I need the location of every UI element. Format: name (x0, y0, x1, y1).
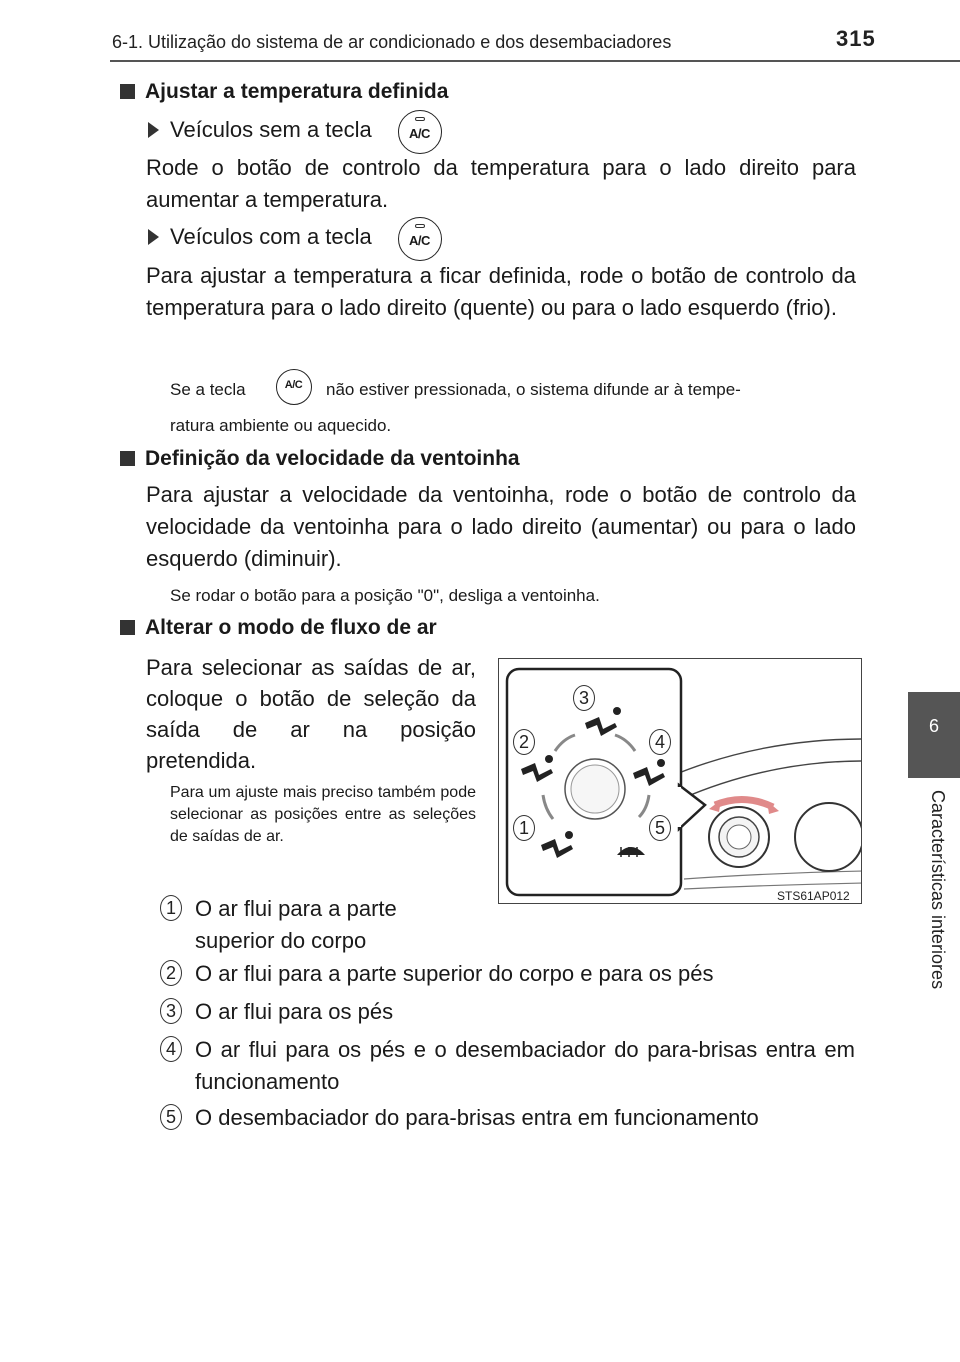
figure-label-2: 2 (513, 729, 535, 755)
note-line1-suffix: não estiver pressionada, o sistema difun… (326, 380, 741, 399)
ac-button-icon: A/C (398, 217, 442, 261)
note-line2: ratura ambiente ou aquecido. (170, 416, 392, 435)
section-title: 6-1. Utilização do sistema de ar condici… (112, 32, 672, 52)
chapter-tab[interactable] (908, 692, 960, 778)
fan-text: Para ajustar a velocidade da ventoinha, … (146, 482, 856, 571)
mode-5-text: O desembaciador do para-brisas entra em … (195, 1105, 759, 1130)
mode-2-text: O ar flui para a parte superior do corpo… (195, 961, 714, 986)
heading-bullet-icon (120, 84, 135, 99)
without-ac-text: Rode o botão de controlo da temperatura … (146, 155, 856, 212)
heading-bullet-icon (120, 451, 135, 466)
mode-number-badge: 3 (160, 998, 182, 1024)
page-header: 6-1. Utilização do sistema de ar condici… (0, 0, 960, 64)
mode-3-text: O ar flui para os pés (195, 999, 394, 1024)
arrow-bullet-icon (148, 229, 159, 245)
fan-note: Se rodar o botão para a posição "0", des… (170, 586, 600, 605)
without-ac-label: Veículos sem a tecla (170, 117, 372, 142)
mode-number-badge: 5 (160, 1104, 182, 1130)
mode-4-text: O ar flui para os pés e o desembaciador … (195, 1037, 855, 1094)
ac-button-icon: A/C (276, 369, 312, 405)
figure-label-1: 1 (513, 815, 535, 841)
chapter-title: Características interiores (928, 790, 948, 990)
with-ac-label: Veículos com a tecla (170, 224, 372, 249)
airflow-dial-figure: 3 2 4 1 5 STS61AP012 (498, 658, 862, 904)
note-prefix: Se a tecla (170, 380, 246, 399)
with-ac-text: Para ajustar a temperatura a ficar defin… (146, 263, 856, 320)
figure-label-4: 4 (649, 729, 671, 755)
ac-button-icon: A/C (398, 110, 442, 154)
heading-fan: Definição da velocidade da ventoinha (145, 447, 520, 470)
mode-number-badge: 2 (160, 960, 182, 986)
mode-1-text: O ar flui para a parte superior do corpo (195, 896, 397, 953)
header-divider (110, 60, 960, 62)
figure-code: STS61AP012 (777, 889, 850, 903)
arrow-bullet-icon (148, 122, 159, 138)
mode-number-badge: 1 (160, 895, 182, 921)
chapter-number: 6 (928, 716, 939, 736)
heading-airflow: Alterar o modo de fluxo de ar (145, 616, 437, 639)
figure-label-3: 3 (573, 685, 595, 711)
mode-number-badge: 4 (160, 1036, 182, 1062)
figure-label-5: 5 (649, 815, 671, 841)
heading-temperature: Ajustar a temperatura definida (145, 80, 449, 103)
heading-bullet-icon (120, 620, 135, 635)
airflow-note: Para um ajuste mais preciso também pode … (170, 784, 476, 845)
airflow-text: Para selecionar as saídas de ar, coloque… (146, 655, 476, 773)
page-number: 315 (836, 26, 876, 51)
